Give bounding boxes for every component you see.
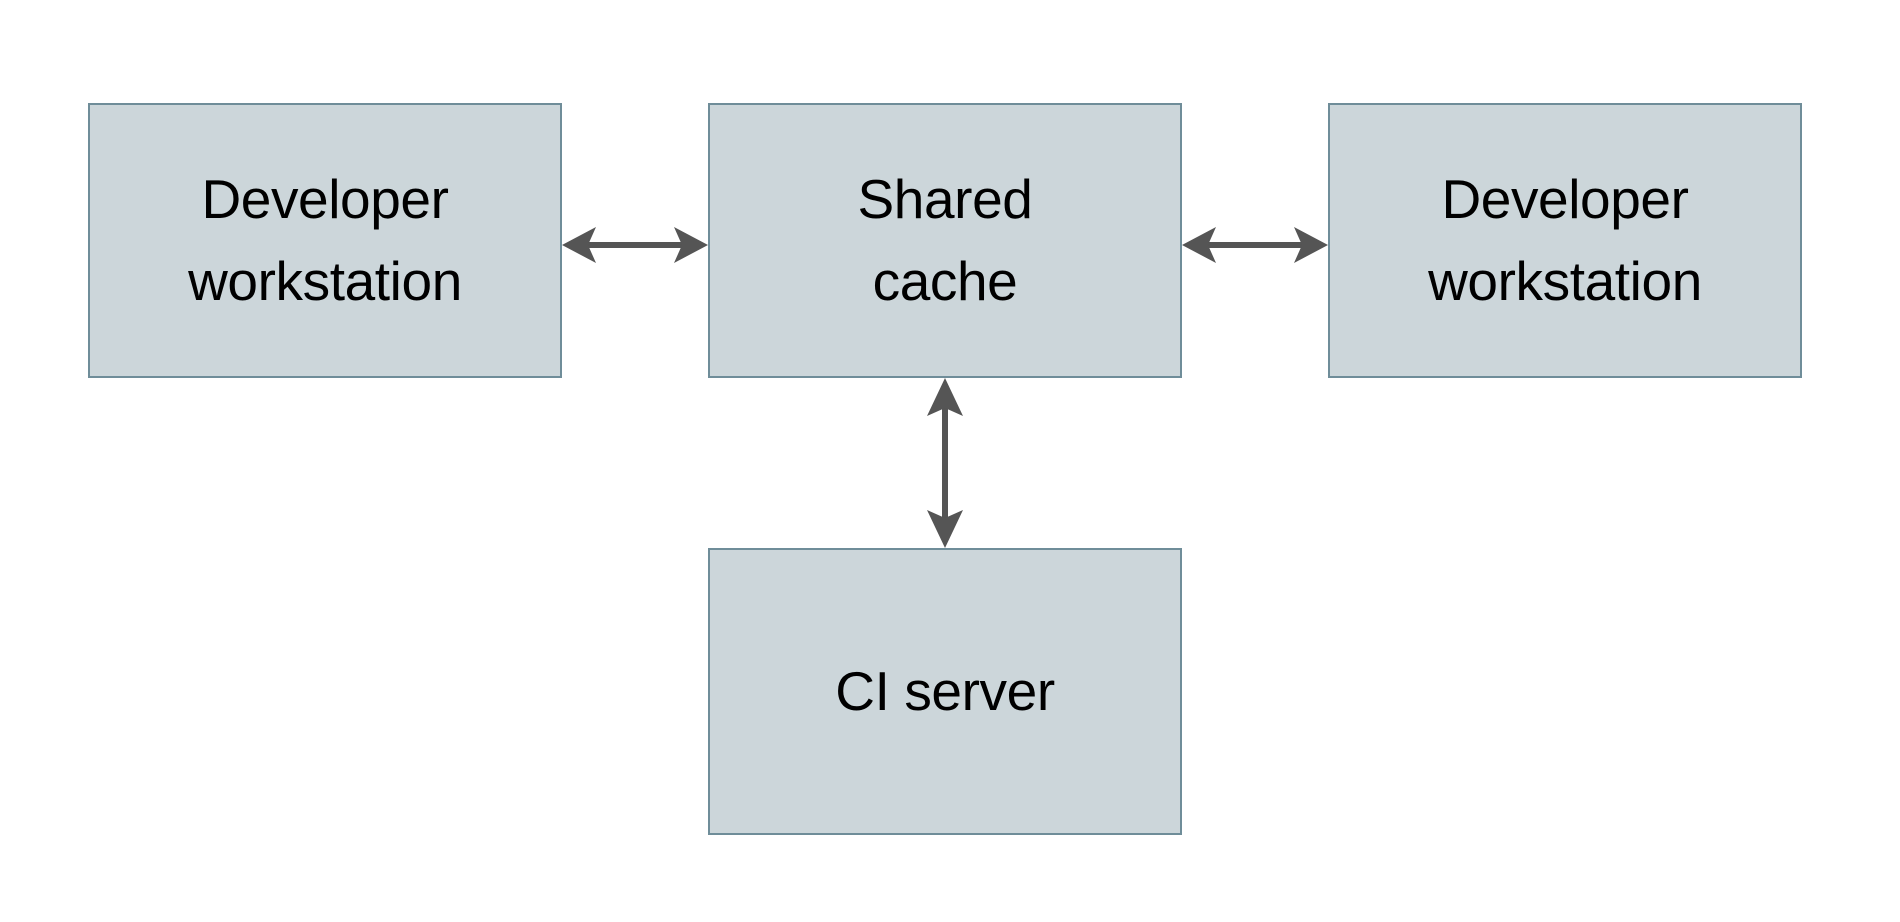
node-label: CI server (835, 659, 1055, 722)
node-developer-workstation-left[interactable]: Developer workstation (88, 103, 562, 378)
node-developer-workstation-right[interactable]: Developer workstation (1328, 103, 1802, 378)
node-label: Developer workstation (1428, 168, 1702, 312)
node-shared-cache[interactable]: Shared cache (708, 103, 1182, 378)
double-arrow-icon (1182, 227, 1328, 263)
double-arrow-icon (927, 378, 963, 548)
edge-left-workstation-shared-cache (562, 215, 708, 275)
edge-shared-cache-ci-server (915, 378, 975, 548)
edge-shared-cache-right-workstation (1182, 215, 1328, 275)
node-label: Shared cache (857, 168, 1033, 312)
node-label: Developer workstation (188, 168, 462, 312)
double-arrow-icon (562, 227, 708, 263)
node-ci-server[interactable]: CI server (708, 548, 1182, 835)
